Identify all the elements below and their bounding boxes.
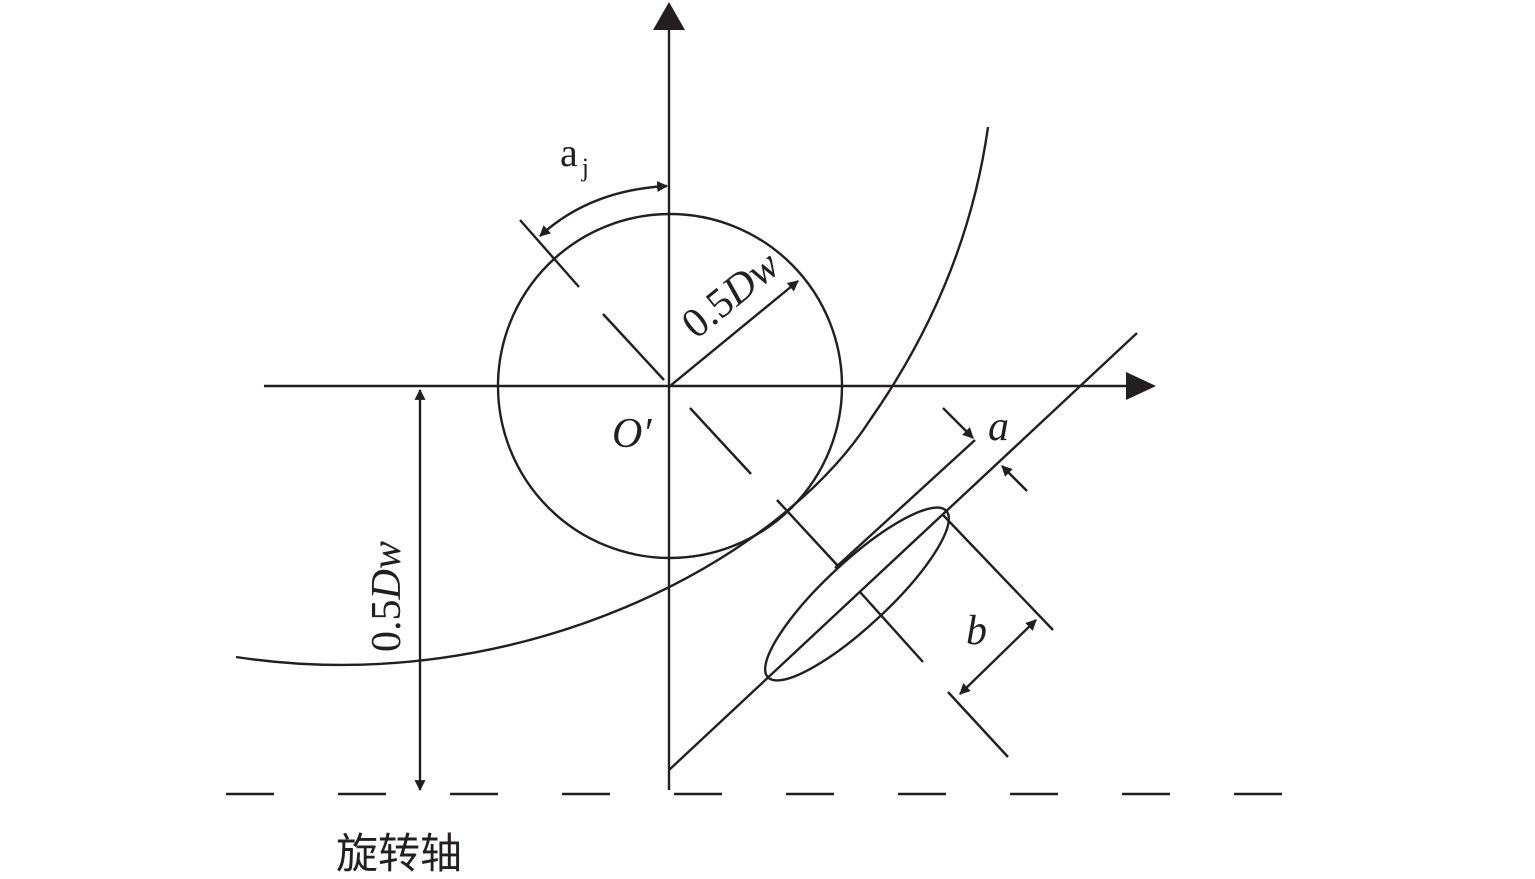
radius-arrow — [669, 280, 799, 387]
vertical-axis-arrowhead — [653, 2, 685, 30]
alpha-sub-text: j — [581, 153, 589, 182]
b-extension-line-lower — [947, 691, 1009, 758]
origin-label: O′ — [612, 411, 652, 457]
contact-line-lower — [776, 499, 839, 567]
left-radius-number: 0.5 — [364, 600, 410, 653]
b-dimension-arrow — [959, 619, 1037, 695]
raceway-curve — [235, 126, 990, 666]
rotation-axis-label: 旋转轴 — [336, 832, 462, 878]
contact-angle-arc — [539, 181, 669, 237]
a-arrow-upper — [942, 407, 974, 439]
horizontal-axis-arrowhead — [1126, 372, 1156, 400]
a-arrow-lower — [1001, 465, 1028, 492]
tangent-line — [668, 332, 1138, 771]
contact-line-mid — [689, 407, 752, 475]
left-radius-label: 0.5Dw — [364, 541, 410, 652]
ball-circle — [496, 212, 844, 560]
b-label: b — [966, 608, 987, 654]
contact-ellipse — [763, 506, 951, 682]
alpha-main-text: a — [560, 130, 578, 175]
a-label: a — [988, 404, 1009, 450]
contact-line-ellipse — [859, 591, 924, 663]
angle-tick-line — [519, 219, 580, 288]
left-radius-var: Dw — [364, 541, 410, 600]
b-extension-line-upper — [942, 514, 1054, 631]
upper-radius-label: 0.5Dw — [673, 242, 788, 348]
contact-line-upper — [602, 313, 665, 381]
a-extension-line — [834, 439, 976, 569]
